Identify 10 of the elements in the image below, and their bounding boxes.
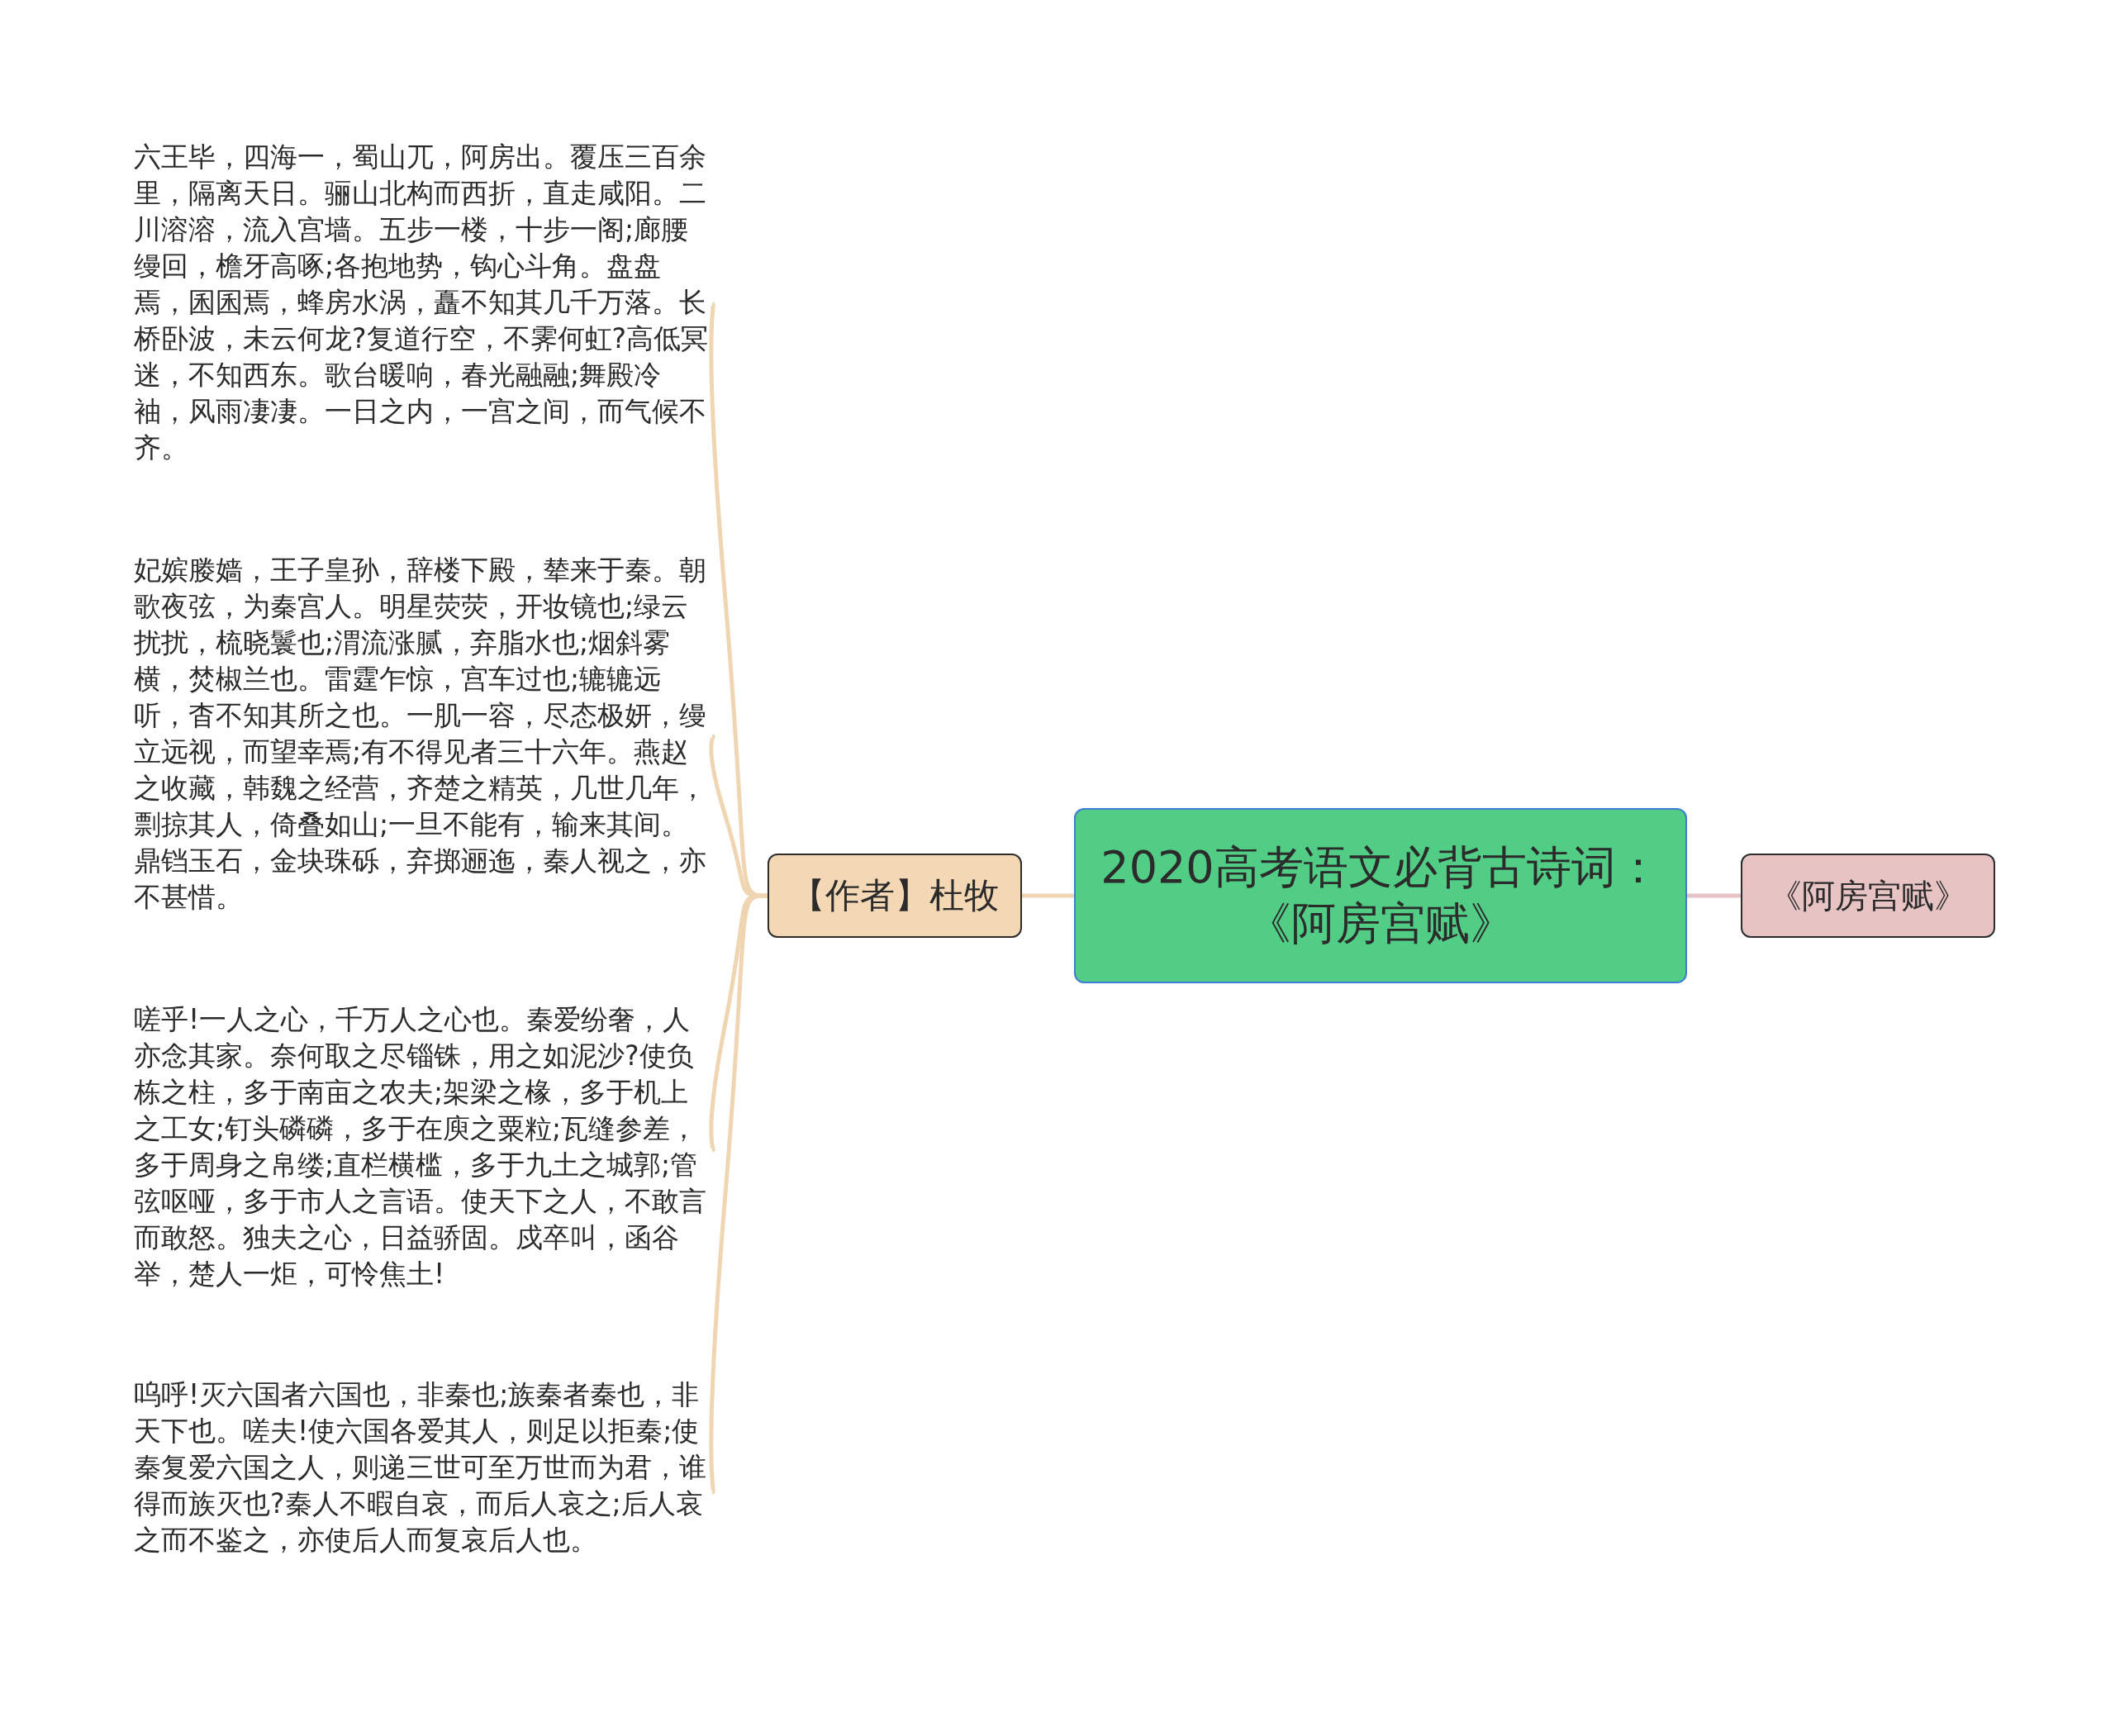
poem-paragraph: 嗟乎!一人之心，千万人之心也。秦爱纷奢，人亦念其家。奈何取之尽锱铢，用之如泥沙?使负栋之柱，多于南亩之农夫;架梁之椽，多于机上之工女;钉头磷磷，多于在庾之粟粒;瓦缝参差，多于周身之帛缕;直栏横槛，多于九土之城郭;管弦呕哑，多于市人之言语。使天下之人，不敢言而敢怒。独夫之心，日益骄固。戍卒叫，函谷举，楚人一炬，可怜焦土! (134, 1001, 712, 1292)
connector-line (1022, 893, 1074, 898)
connector-line (709, 735, 768, 898)
connector-line (1687, 893, 1741, 898)
title-topic-box: 《阿房宫赋》 (1741, 854, 1995, 938)
central-topic-box: 2020高考语文必背古诗词：《阿房宫赋》 (1074, 808, 1687, 983)
author-topic-box: 【作者】杜牧 (768, 854, 1022, 938)
poem-paragraph: 妃嫔媵嫱，王子皇孙，辞楼下殿，辇来于秦。朝歌夜弦，为秦宫人。明星荧荧，开妆镜也;绿云扰扰，梳晓鬟也;渭流涨腻，弃脂水也;烟斜雾横，焚椒兰也。雷霆乍惊，宫车过也;辘辘远听，杳不知其所之也。一肌一容，尽态极妍，缦立远视，而望幸焉;有不得见者三十六年。燕赵之收藏，韩魏之经营，齐楚之精英，几世几年，剽掠其人，倚叠如山;一旦不能有，输来其间。鼎铛玉石，金块珠砾，弃掷逦迤，秦人视之，亦不甚惜。 (134, 552, 712, 916)
poem-paragraph: 呜呼!灭六国者六国也，非秦也;族秦者秦也，非天下也。嗟夫!使六国各爱其人，则足以拒秦;使秦复爱六国之人，则递三世可至万世而为君，谁得而族灭也?秦人不暇自哀，而后人哀之;后人哀之而不鉴之，亦使后人而复哀后人也。 (134, 1377, 712, 1558)
poem-paragraph: 六王毕，四海一，蜀山兀，阿房出。覆压三百余里，隔离天日。骊山北构而西折，直走咸阳。二川溶溶，流入宫墙。五步一楼，十步一阁;廊腰缦回，檐牙高啄;各抱地势，钩心斗角。盘盘焉，囷囷焉，蜂房水涡，矗不知其几千万落。长桥卧波，未云何龙?复道行空，不霁何虹?高低冥迷，不知西东。歌台暖响，春光融融;舞殿冷袖，风雨凄凄。一日之内，一宫之间，而气候不齐。 (134, 139, 712, 466)
